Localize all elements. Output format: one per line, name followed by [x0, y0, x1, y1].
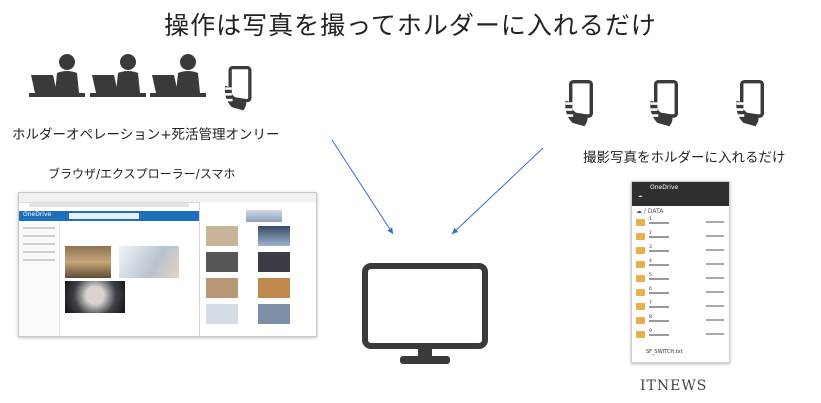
- photo-thumbnail: [65, 246, 111, 278]
- phone-screenshot: OneDrive ☁ ☁ / DATA 1 2 3 4 5 6 7 8 9 SF…: [631, 181, 730, 363]
- photo-caption: 撮影写真をホルダーに入れるだけ: [583, 150, 786, 166]
- folder-icon: [636, 317, 645, 324]
- folder-icon: [636, 289, 645, 296]
- folder-icon: [636, 233, 645, 240]
- browser-screenshot: OneDrive: [18, 192, 317, 337]
- arrow-right: [451, 147, 544, 235]
- list-item: 6: [636, 287, 725, 297]
- list-item: 7: [636, 301, 725, 311]
- arrow-left: [331, 139, 394, 235]
- folder-icon: [636, 303, 645, 310]
- list-item: 8: [636, 315, 725, 325]
- brand-label: ITNEWS: [640, 378, 708, 394]
- list-item: 1: [636, 217, 725, 227]
- list-item: 3: [636, 245, 725, 255]
- operations-caption: ホルダーオペレーション+死活管理オンリー: [12, 127, 280, 143]
- image-gallery-pane: [199, 202, 316, 336]
- file-item: SF_SWITCH.txt: [646, 349, 683, 355]
- breadcrumb-folder: DATA: [647, 208, 664, 215]
- list-item: 4: [636, 259, 725, 269]
- folder-icon: [636, 275, 645, 282]
- photo-thumbnail: [65, 281, 125, 313]
- list-item: 9: [636, 329, 725, 339]
- cloud-icon: ☁: [638, 194, 643, 199]
- breadcrumb-root: ☁: [636, 208, 642, 215]
- folder-icon: [636, 247, 645, 254]
- browser-app-name: OneDrive: [23, 211, 52, 218]
- phone-app-name: OneDrive: [650, 184, 679, 191]
- breadcrumb: ☁ / DATA: [636, 208, 664, 215]
- list-item: 2: [636, 231, 725, 241]
- folder-icon: [636, 331, 645, 338]
- screenshot-caption: ブラウザ/エクスプローラー/スマホ: [48, 167, 236, 181]
- list-item: 5: [636, 273, 725, 283]
- folder-icon: [636, 219, 645, 226]
- page-title: 操作は写真を撮ってホルダーに入れるだけ: [164, 11, 657, 40]
- photo-thumbnail: [119, 246, 179, 278]
- folder-icon: [636, 261, 645, 268]
- monitor-icon: [362, 263, 488, 364]
